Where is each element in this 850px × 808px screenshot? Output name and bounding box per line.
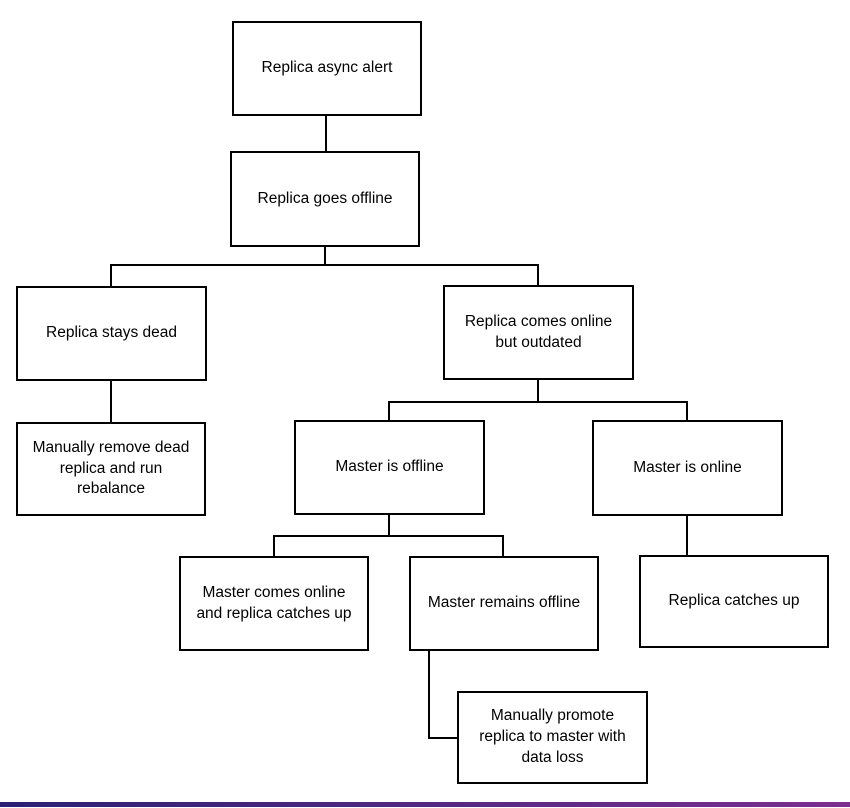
node-manually-promote-replica: Manually promote replica to master with … (457, 691, 648, 784)
node-manually-remove-dead-replica: Manually remove dead replica and run reb… (16, 422, 206, 516)
node-master-is-online: Master is online (592, 420, 783, 516)
connector-branch1-horizontal (110, 264, 539, 266)
node-master-is-offline: Master is offline (294, 420, 485, 515)
connector-branch2-to-master-online (686, 401, 688, 420)
connector-branch1-to-comes-online (537, 264, 539, 285)
node-replica-goes-offline: Replica goes offline (230, 151, 420, 247)
connector-remains-offline-vertical (428, 651, 430, 739)
connector-branch3-horizontal (273, 535, 504, 537)
connector-stays-dead-to-remove (110, 381, 112, 422)
node-master-remains-offline: Master remains offline (409, 556, 599, 651)
node-replica-stays-dead: Replica stays dead (16, 286, 207, 381)
connector-comes-online-stem (537, 380, 539, 401)
node-replica-async-alert: Replica async alert (232, 21, 422, 116)
connector-branch2-horizontal (388, 401, 688, 403)
connector-alert-to-goes-offline (325, 116, 327, 151)
connector-branch2-to-master-offline (388, 401, 390, 420)
connector-branch3-to-remains-offline (502, 535, 504, 556)
bottom-gradient-bar (0, 802, 850, 807)
connector-branch3-to-master-comes-online (273, 535, 275, 556)
connector-remains-offline-to-promote (428, 737, 457, 739)
node-replica-comes-online-but-outdated: Replica comes online but outdated (443, 285, 634, 380)
connector-master-online-to-catches-up (686, 516, 688, 555)
connector-branch1-to-stays-dead (110, 264, 112, 286)
connector-goes-offline-stem (324, 247, 326, 264)
node-replica-catches-up: Replica catches up (639, 555, 829, 648)
node-master-comes-online-replica-catches-up: Master comes online and replica catches … (179, 556, 369, 651)
connector-master-offline-stem (388, 515, 390, 535)
